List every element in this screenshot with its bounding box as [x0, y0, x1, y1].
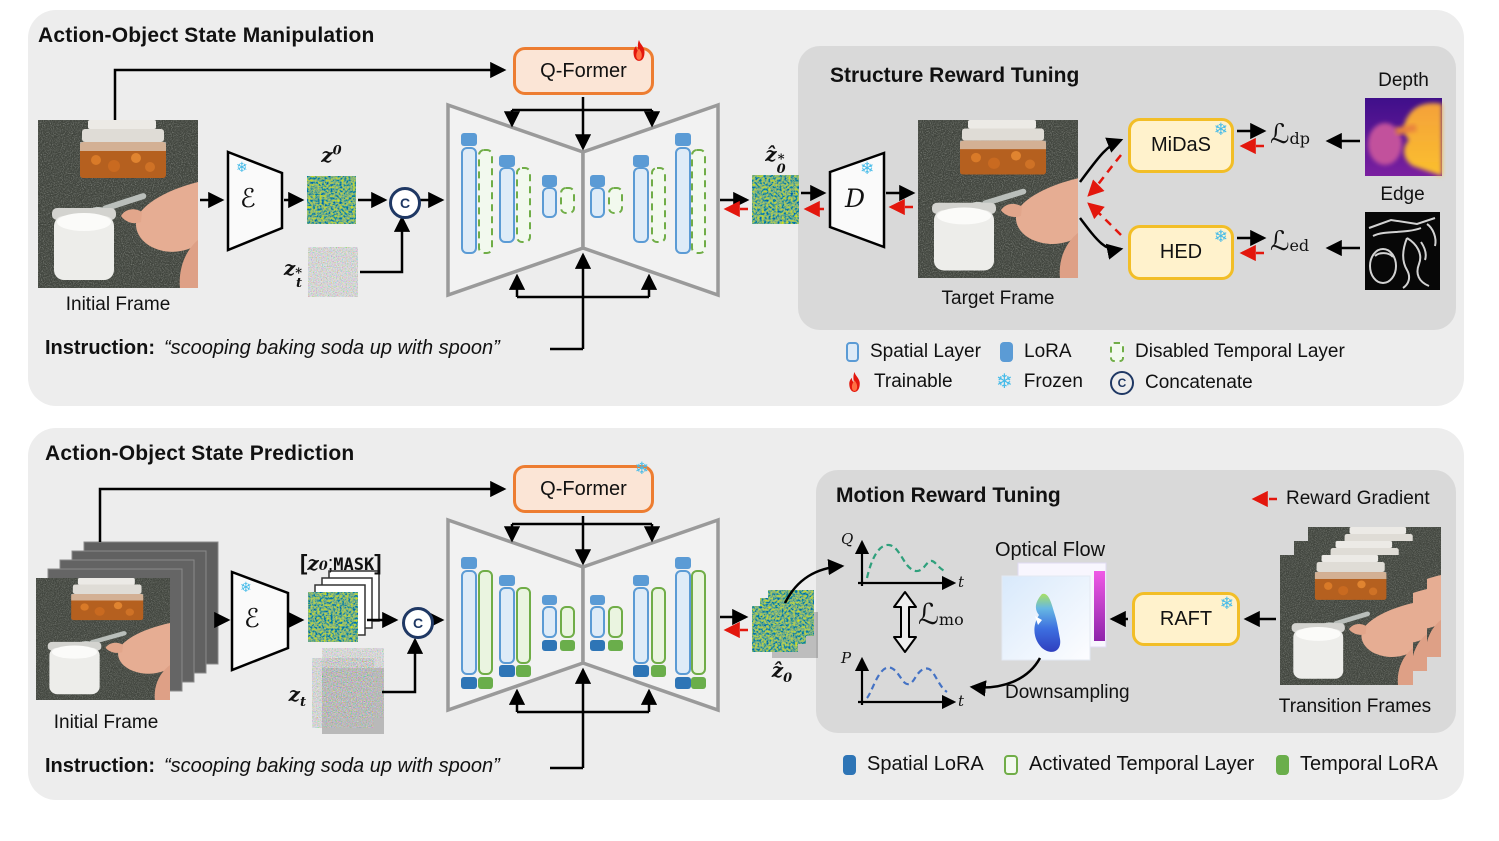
legend-lora: LoRA	[1000, 341, 1072, 363]
hed-label: HED	[1159, 241, 1203, 263]
midas-box: MiDaS ❄	[1128, 118, 1234, 173]
legend-spatial-layer: Spatial Layer	[846, 341, 981, 363]
p-axis-label: P	[841, 649, 852, 667]
decoder-symbol: D	[845, 184, 866, 213]
snowflake-icon: ❄	[236, 159, 248, 175]
optical-flow-caption: Optical Flow	[995, 539, 1106, 561]
edge-caption: Edge	[1380, 184, 1425, 205]
q-axis-label: Q	[841, 530, 854, 548]
midas-label: MiDaS	[1150, 134, 1211, 156]
initial-frame-caption-bottom: Initial Frame	[53, 712, 159, 733]
reward-gradient-label: Reward Gradient	[1286, 488, 1430, 509]
concatenate-icon: C	[389, 187, 421, 219]
encoder-symbol-top: ℰ	[240, 184, 256, 214]
legend-spatial-lora: Spatial LoRA	[843, 753, 984, 776]
qformer-label-bottom: Q-Former	[540, 477, 627, 500]
qformer-box-bottom: Q-Former ❄	[513, 460, 654, 513]
target-frame-caption: Target Frame	[941, 288, 1055, 309]
snowflake-icon: ❄	[860, 159, 875, 178]
zt-star-label: z*t	[283, 256, 302, 292]
legend-disabled-temporal: Disabled Temporal Layer	[1110, 341, 1345, 363]
initial-frame-caption-top: Initial Frame	[65, 294, 171, 315]
structure-reward-panel	[798, 46, 1456, 330]
structure-panel-title: Structure Reward Tuning	[830, 64, 1080, 87]
qformer-box-top: Q-Former	[513, 40, 654, 95]
raft-box: RAFT ❄	[1132, 592, 1240, 646]
instruction-bottom: Instruction: “scooping baking soda up wi…	[45, 755, 500, 777]
depth-caption: Depth	[1378, 70, 1429, 91]
zt-label: zt	[288, 682, 306, 710]
legend-activated-temporal: Activated Temporal Layer	[1004, 753, 1254, 776]
disabled-temporal-layer-swatch	[1110, 342, 1124, 362]
concatenate-icon: C	[1110, 371, 1134, 395]
top-panel-title: Action-Object State Manipulation	[38, 24, 375, 47]
z0-label: z0	[321, 143, 342, 167]
zhat0-label: ẑ0	[771, 658, 793, 686]
qformer-label-top: Q-Former	[540, 59, 627, 82]
transition-frames-caption: Transition Frames	[1278, 696, 1432, 717]
t-axis-label: t	[958, 692, 965, 710]
downsampling-label: Downsampling	[1005, 682, 1130, 703]
legend-trainable: Trainable	[846, 371, 953, 393]
snowflake-icon: ❄	[634, 459, 649, 478]
lora-swatch	[1000, 342, 1013, 362]
bottom-panel-title: Action-Object State Prediction	[45, 442, 355, 465]
flame-icon	[849, 371, 860, 392]
activated-temporal-layer-swatch	[1004, 754, 1018, 775]
snowflake-icon: ❄	[1213, 120, 1228, 139]
raft-label: RAFT	[1159, 607, 1213, 630]
snowflake-icon: ❄	[1213, 227, 1228, 246]
zhat0-star-label: ẑ*0	[765, 142, 786, 178]
spatial-layer-swatch	[846, 342, 859, 362]
encoder-symbol-bottom: ℰ	[244, 604, 260, 634]
hed-box: HED ❄	[1128, 225, 1234, 280]
snowflake-icon: ❄	[1219, 594, 1234, 613]
concatenate-icon: C	[402, 607, 434, 639]
legend-frozen: ❄ Frozen	[996, 371, 1083, 393]
temporal-lora-swatch	[1276, 754, 1289, 775]
legend-temporal-lora: Temporal LoRA	[1276, 753, 1438, 776]
flame-icon	[633, 40, 645, 61]
legend-concatenate: C Concatenate	[1110, 371, 1253, 395]
motion-panel-title: Motion Reward Tuning	[836, 484, 1061, 507]
snowflake-icon: ❄	[240, 579, 252, 595]
snowflake-icon: ❄	[996, 371, 1013, 393]
spatial-lora-swatch	[843, 754, 856, 775]
instruction-top: Instruction: “scooping baking soda up wi…	[45, 337, 500, 359]
t-axis-label: t	[958, 573, 965, 591]
